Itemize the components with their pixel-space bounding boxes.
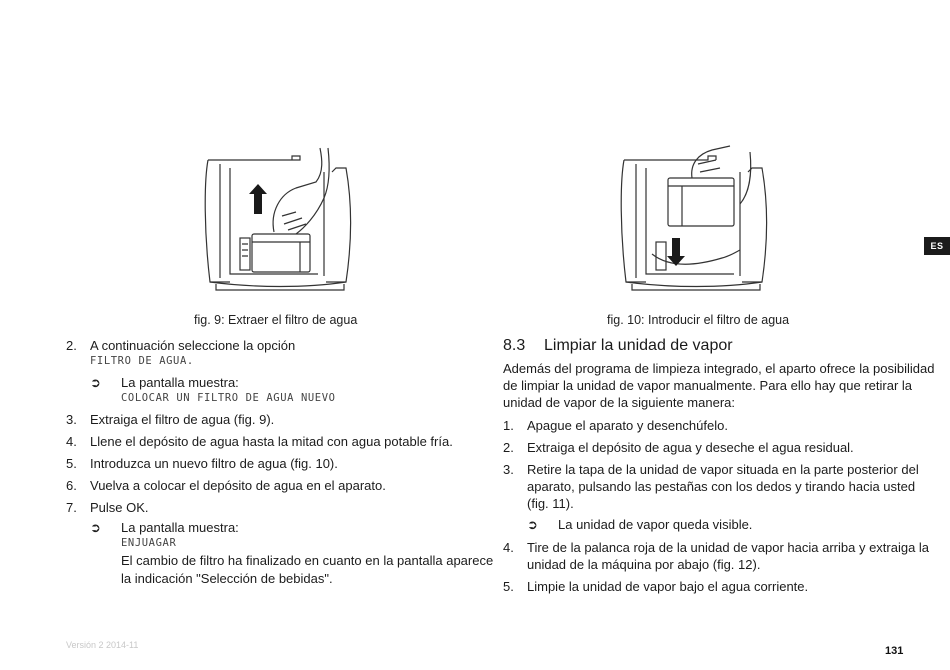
step-text: Apague el aparato y desenchúfelo.: [527, 418, 728, 433]
display-text: FILTRO DE AGUA.: [90, 355, 194, 367]
step-text: Limpie la unidad de vapor bajo el agua c…: [527, 579, 809, 594]
version-footer: Versión 2 2014-11: [66, 640, 139, 650]
step-text: Extraiga el filtro de agua (fig. 9).: [90, 412, 275, 427]
step-text-line: (fig. 11).: [527, 496, 574, 511]
intro-line: unidad de vapor de la siguiente manera:: [503, 395, 735, 410]
right-column: 8.3 Limpiar la unidad de vapor Además de…: [503, 0, 934, 600]
language-tab: ES: [924, 237, 950, 255]
intro-line: de limpiar la unidad de vapor manualment…: [503, 378, 913, 393]
step-number: 2.: [66, 338, 77, 353]
result-text: La pantalla muestra:: [121, 520, 239, 535]
step-number: 4.: [66, 434, 77, 449]
left-column: 2. A continuación seleccione la opción F…: [66, 0, 493, 600]
step-text: Introduzca un nuevo filtro de agua (fig.…: [90, 456, 338, 471]
step-text-line: unidad de la máquina por abajo (fig. 12)…: [527, 557, 761, 572]
section-title: Limpiar la unidad de vapor: [544, 337, 733, 354]
step-number: 2.: [503, 440, 514, 455]
page-number: 131: [885, 645, 904, 657]
figure-9-illustration: [204, 147, 352, 291]
result-arrow-icon: ➲: [527, 517, 538, 532]
step-number: 3.: [503, 462, 514, 477]
result-arrow-icon: ➲: [90, 375, 101, 390]
result-note-line: El cambio de filtro ha finalizado en cua…: [121, 553, 494, 568]
step-number: 4.: [503, 540, 514, 555]
section-heading: 8.3 Limpiar la unidad de vapor: [503, 337, 903, 354]
figure-9-caption: fig. 9: Extraer el filtro de agua: [194, 313, 358, 327]
section-number: 8.3: [503, 337, 526, 354]
step-text: A continuación seleccione la opción: [90, 338, 296, 353]
display-text: ENJUAGAR: [121, 537, 177, 549]
figure-10-illustration: [620, 145, 768, 291]
step-text: Llene el depósito de agua hasta la mitad…: [90, 434, 453, 449]
step-number: 6.: [66, 478, 77, 493]
step-number: 5.: [66, 456, 77, 471]
step-text: Vuelva a colocar el depósito de agua en …: [90, 478, 386, 493]
step-text: Extraiga el depósito de agua y deseche e…: [527, 440, 854, 455]
step-number: 5.: [503, 579, 514, 594]
intro-line: Además del programa de limpieza integrad…: [503, 361, 935, 376]
result-arrow-icon: ➲: [90, 520, 101, 535]
figure-10-caption: fig. 10: Introducir el filtro de agua: [607, 313, 790, 327]
step-text-line: Tire de la palanca roja de la unidad de …: [527, 540, 930, 555]
display-text: COLOCAR UN FILTRO DE AGUA NUEVO: [121, 392, 336, 404]
result-text: La pantalla muestra:: [121, 375, 239, 390]
step-text-line: Retire la tapa de la unidad de vapor sit…: [527, 462, 919, 477]
result-note-line: la indicación "Selección de bebidas".: [121, 571, 333, 586]
step-text: Pulse OK.: [90, 500, 149, 515]
result-text: La unidad de vapor queda visible.: [558, 517, 753, 532]
step-number: 7.: [66, 500, 77, 515]
step-number: 1.: [503, 418, 514, 433]
step-number: 3.: [66, 412, 77, 427]
step-text-line: aparato, pulsando las pestañas con los d…: [527, 479, 916, 494]
